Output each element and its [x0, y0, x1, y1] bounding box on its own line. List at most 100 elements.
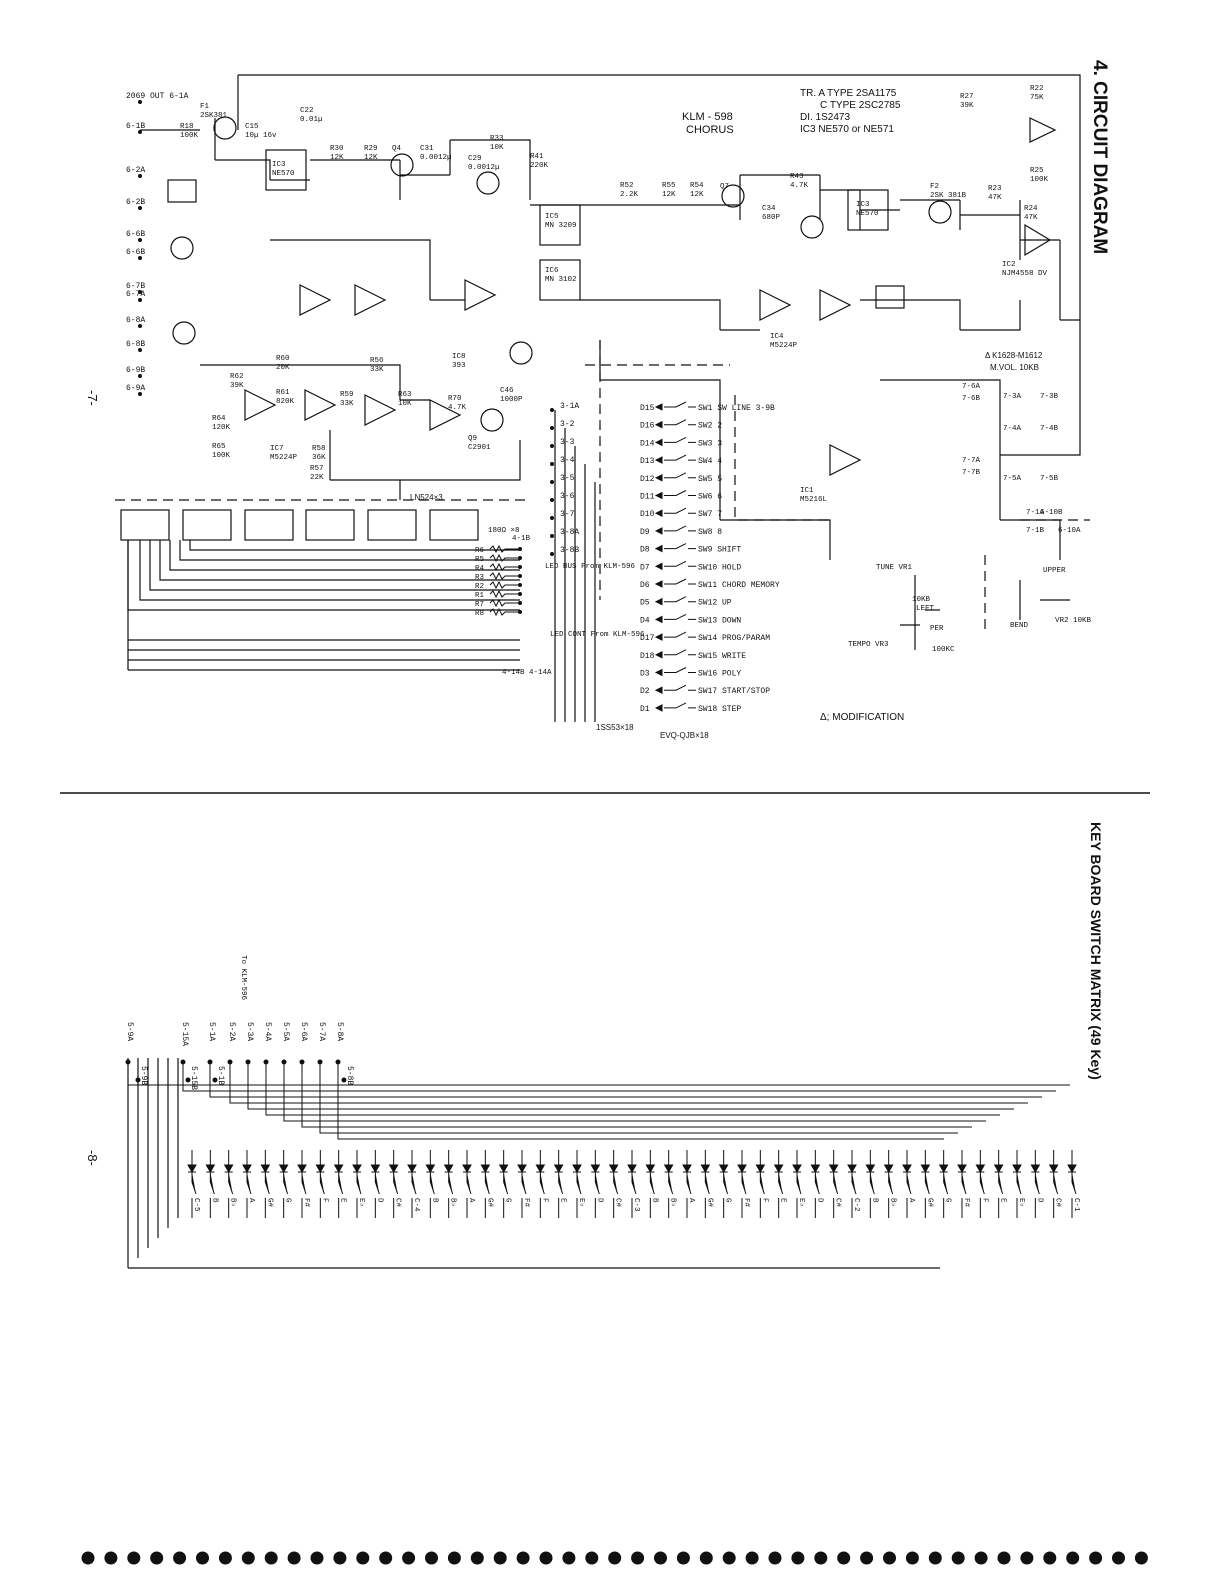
- matrix-row-node: [212, 1077, 218, 1083]
- diode-label: D16: [640, 422, 655, 431]
- switch-symbol: [664, 631, 696, 638]
- border-dot: [608, 1551, 622, 1565]
- component-ref: R30: [330, 145, 344, 153]
- key-note-label: C-4: [412, 1198, 420, 1212]
- component-value: 36K: [312, 454, 326, 462]
- component-ref: C29: [468, 155, 482, 163]
- key-note-label: B: [430, 1198, 438, 1203]
- switch-symbol: [664, 560, 696, 567]
- component-ref: R52: [620, 182, 634, 190]
- component-ref: R18: [180, 123, 194, 131]
- component-value: 33K: [370, 366, 384, 374]
- switch-label: SW9 SHIFT: [698, 546, 741, 555]
- key-note-label: G: [944, 1198, 952, 1203]
- diode-symbol: [654, 527, 663, 535]
- border-dot: [516, 1551, 530, 1565]
- component-ref: Q4: [392, 145, 402, 153]
- switch-columns: 3-1A3-23-33-43-53-63-73-8A3-8B: [550, 402, 579, 556]
- component-value: 1000P: [500, 396, 523, 404]
- note-di: DI. 1S2473: [800, 112, 850, 123]
- switch-column-label: 3-7: [560, 510, 575, 519]
- border-dot: [1112, 1551, 1125, 1565]
- component-ref: IC4: [770, 333, 784, 341]
- led-node: [518, 610, 522, 614]
- diode-symbol: [654, 704, 663, 712]
- led-node: [518, 583, 522, 587]
- border-dot: [928, 1551, 942, 1565]
- border-dot: [264, 1551, 278, 1565]
- component-ref: R29: [364, 145, 378, 153]
- component-ref: R60: [276, 355, 290, 363]
- component-value: 0.0012µ: [468, 164, 500, 172]
- matrix-row-label: 5-7A: [317, 1022, 326, 1041]
- key-note-label: C#: [614, 1198, 622, 1208]
- border-dot: [722, 1551, 736, 1565]
- key-note-label: C#: [394, 1198, 402, 1208]
- border-dot: [470, 1551, 484, 1565]
- key-note-label: B♭: [449, 1198, 458, 1207]
- right-connector-label: 7-1B: [1026, 527, 1045, 535]
- border-dot: [699, 1551, 713, 1565]
- border-dot: [1043, 1551, 1057, 1565]
- key-note-label: C-2: [852, 1198, 860, 1212]
- key-note-label: B: [210, 1198, 218, 1203]
- matrix-row-label: 5-1B: [216, 1066, 225, 1085]
- diode-symbol: [654, 544, 663, 553]
- left-connector-label: 6-7A: [126, 290, 145, 299]
- border-dot: [791, 1551, 805, 1565]
- switch-label: SW6 6: [698, 493, 722, 502]
- right-connector-label: 7-7A: [962, 457, 981, 465]
- key-switch: [700, 1150, 711, 1218]
- right-connector-label: 7-6B: [962, 395, 981, 403]
- diode-symbol: [654, 668, 663, 677]
- right-connector-label: 6-10A: [1058, 527, 1081, 535]
- connector-dot: [138, 174, 142, 178]
- component-ref: R64: [212, 415, 226, 423]
- component-value: 12K: [690, 191, 704, 199]
- diode-label: D11: [640, 493, 655, 502]
- diode-symbol: [654, 420, 663, 429]
- key-switch: [645, 1150, 656, 1218]
- matrix-row-label: 5-2A: [227, 1022, 236, 1041]
- component-value: 10K: [398, 400, 412, 408]
- connector-dot: [138, 238, 142, 242]
- switch-column-label: 3-1A: [560, 402, 579, 411]
- key-note-label: F: [320, 1198, 328, 1203]
- diode-count-note: 1SS53×18: [596, 723, 634, 732]
- key-switch: [847, 1150, 857, 1218]
- switch-label: SW14 PROG/PARAM: [698, 634, 770, 643]
- switch-symbol: [664, 667, 696, 673]
- component-value: MN 3209: [545, 222, 577, 230]
- component-value: NE570: [856, 210, 879, 218]
- component-ref: IC8: [452, 353, 466, 361]
- component-ref: R61: [276, 389, 290, 397]
- matrix-row-label: 5-5A: [281, 1022, 290, 1041]
- switch-symbol: [664, 596, 696, 603]
- switch-symbol: [664, 490, 696, 496]
- component-value: 39K: [230, 382, 244, 390]
- component-label: Q4: [392, 145, 402, 153]
- switch-symbol: [664, 436, 696, 443]
- tempo-pot-label: TEMPO VR3: [848, 641, 889, 649]
- key-note-label: G#: [265, 1198, 273, 1208]
- matrix-row-label: 5-4A: [263, 1022, 272, 1041]
- led-node: [518, 601, 522, 605]
- switch-symbol: [664, 613, 696, 620]
- switch-label: SW13 DOWN: [698, 616, 741, 625]
- key-switch: [737, 1150, 747, 1218]
- key-switch: [297, 1150, 307, 1218]
- component-ref: C46: [500, 387, 514, 395]
- key-note-label: C#: [1054, 1198, 1062, 1208]
- border-dot: [974, 1551, 988, 1565]
- key-switch: [1067, 1150, 1077, 1218]
- diode-symbol: [654, 509, 663, 518]
- key-note-label: D: [1035, 1198, 1043, 1203]
- switch-part-note: EVQ-QJB×18: [660, 731, 709, 740]
- switch-label: SW3 3: [698, 439, 722, 448]
